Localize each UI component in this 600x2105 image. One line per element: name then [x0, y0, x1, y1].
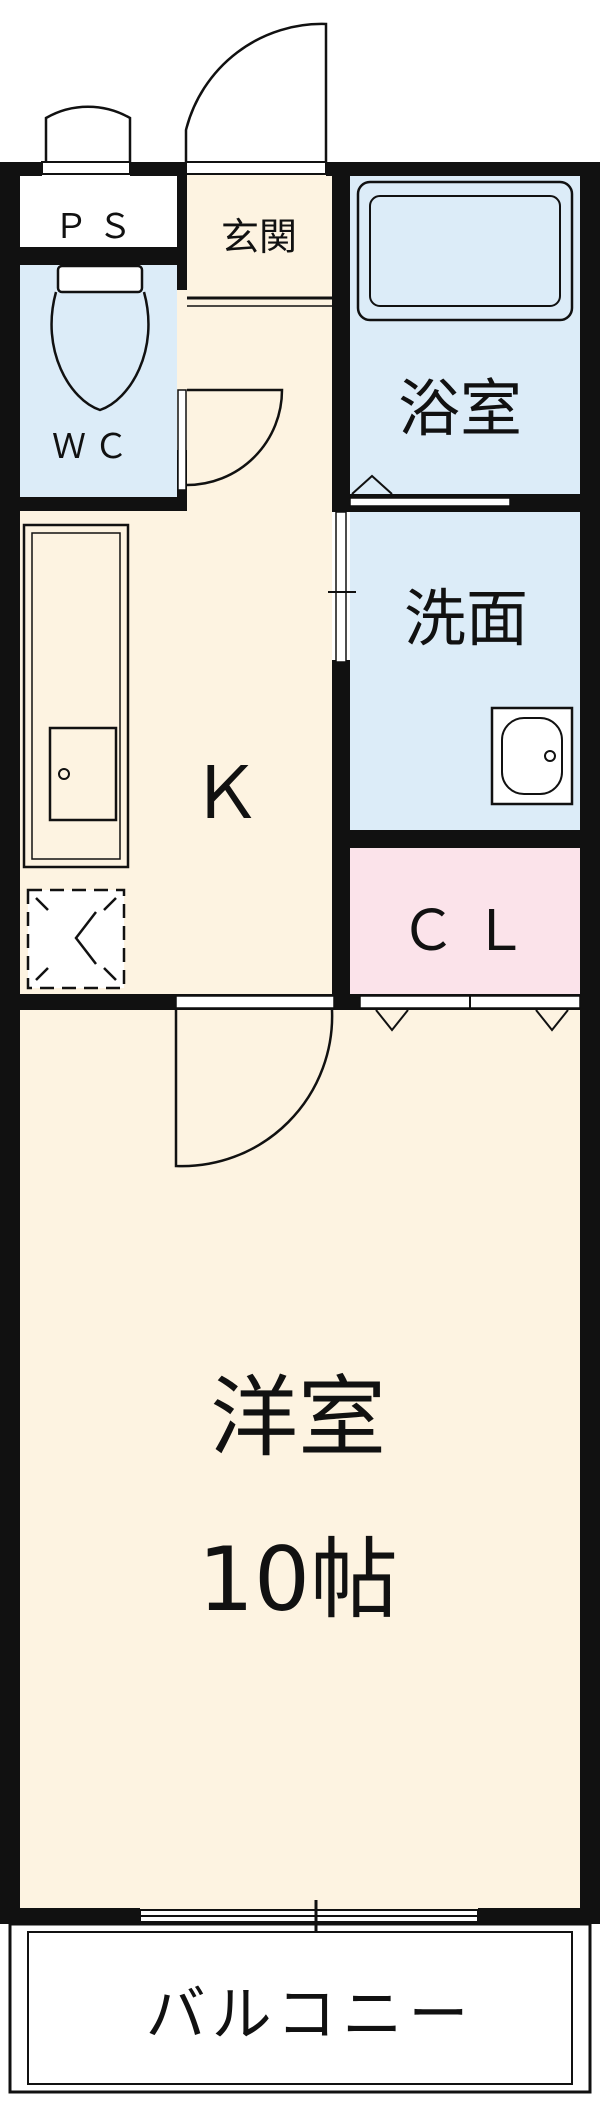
closet-area — [350, 848, 580, 996]
label-ps: ＰＳ — [54, 207, 142, 247]
ps-area — [20, 175, 177, 247]
label-entrance: 玄関 — [221, 215, 297, 259]
bathtub-icon — [356, 180, 574, 322]
label-western-room: 洋室 — [210, 1366, 386, 1469]
balcony-area — [20, 1925, 580, 2085]
wash-basin-icon — [490, 706, 574, 806]
label-balcony: バルコニー — [146, 1980, 475, 2050]
entrance-area — [185, 175, 332, 287]
western-room-area — [20, 1010, 580, 1910]
toilet-icon — [50, 264, 150, 412]
label-bath: 浴室 — [398, 372, 522, 445]
bath-area — [350, 175, 580, 495]
closet-door-icon — [375, 1009, 569, 1032]
label-kitchen: Ｋ — [190, 751, 262, 835]
wc-door-swing-icon — [186, 388, 284, 487]
wall-ps-wc — [20, 247, 180, 265]
wall-wash-closet — [350, 830, 580, 848]
wall-center-vertical — [332, 162, 350, 512]
label-closet: ＣＬ — [400, 899, 544, 964]
entrance-door-icon — [184, 22, 328, 175]
wall-wc-right — [177, 162, 187, 290]
kitchen-counter-icon — [22, 523, 130, 869]
wall-bottom-left — [0, 1908, 140, 1924]
label-western-room-size: 10帖 — [198, 1528, 398, 1631]
wc-area — [20, 265, 177, 505]
balcony-outline — [8, 1922, 592, 2094]
wall-bottom-right — [478, 1908, 600, 1924]
label-wc: ＷＣ — [52, 427, 136, 467]
washing-machine-space-icon — [26, 888, 126, 990]
wall-top-right — [326, 162, 600, 176]
label-washroom: 洗面 — [404, 582, 528, 655]
wall-wc-bottom — [20, 497, 187, 511]
western-door-swing-icon — [174, 1009, 334, 1168]
wall-top-mid — [130, 162, 186, 176]
wall-outer-right — [580, 162, 600, 1924]
wall-top-left — [0, 162, 42, 176]
wall-outer-left — [0, 162, 20, 1924]
ps-door-icon — [41, 105, 132, 175]
